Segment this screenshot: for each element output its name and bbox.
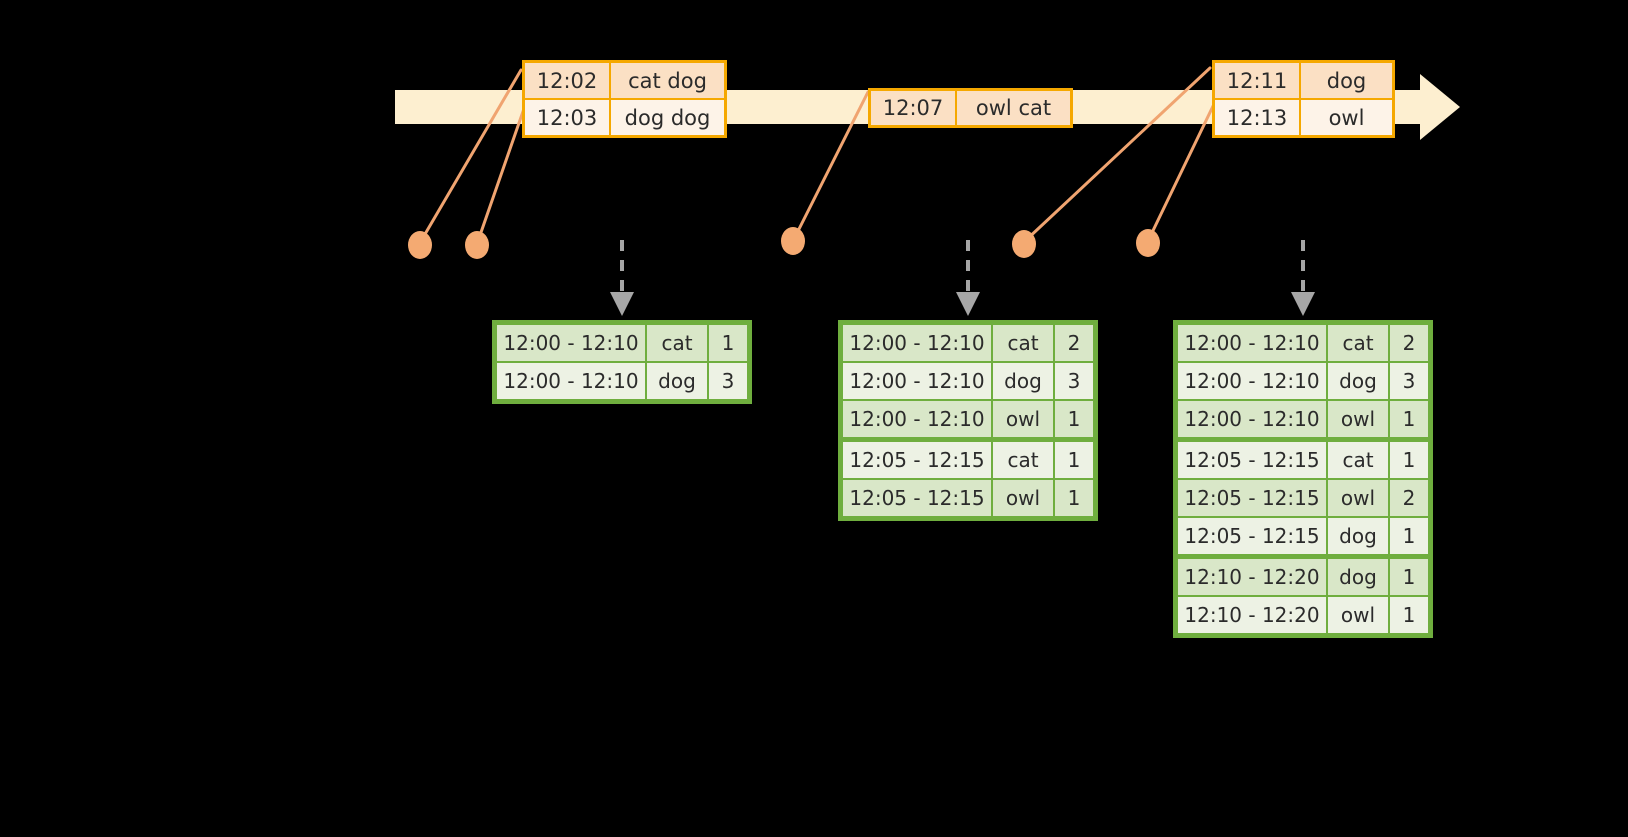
event-words: dog [1326,68,1367,93]
event-box-group-3[interactable]: 12:11 dog 12:13 owl [1212,60,1395,138]
event-row[interactable]: 12:03 dog dog [525,98,724,135]
cell-word: cat [1327,324,1389,362]
cell-word: owl [1327,400,1389,438]
cell-count: 1 [1054,479,1094,517]
event-words: owl cat [975,96,1052,120]
emit-arrow-1 [610,240,634,316]
cell-count: 1 [708,324,748,362]
event-row[interactable]: 12:07 owl cat [871,91,1070,125]
cell-window: 12:00 - 12:10 [496,324,646,362]
cell-window: 12:00 - 12:10 [842,362,992,400]
cell-count: 3 [1389,362,1429,400]
cell-window: 12:00 - 12:10 [496,362,646,400]
emit-arrows [610,240,1315,316]
event-time: 12:02 [525,63,611,98]
cell-window: 12:00 - 12:10 [842,400,992,438]
cell-window: 12:10 - 12:20 [1177,558,1327,596]
cell-count: 2 [1389,324,1429,362]
connector-line-5 [1146,100,1217,243]
event-words: cat dog [628,68,707,93]
event-words: owl [1328,105,1365,130]
event-row[interactable]: 12:11 dog [1215,63,1392,98]
cell-word: dog [646,362,708,400]
cell-word: owl [992,400,1054,438]
event-time: 12:13 [1215,100,1301,135]
cell-word: dog [992,362,1054,400]
cell-word: cat [646,324,708,362]
cell-word: dog [1327,362,1389,400]
cell-word: cat [992,441,1054,479]
connector-dot-5 [1136,229,1160,257]
event-box-group-2[interactable]: 12:07 owl cat [868,88,1073,128]
cell-word: cat [992,324,1054,362]
connector-dots [408,227,1160,259]
cell-count: 2 [1389,479,1429,517]
event-row[interactable]: 12:13 owl [1215,98,1392,135]
cell-window: 12:05 - 12:15 [842,479,992,517]
connector-lines [419,66,1217,244]
connector-dot-3 [781,227,805,255]
connector-line-1 [419,68,523,243]
cell-window: 12:05 - 12:15 [1177,517,1327,555]
cell-word: owl [1327,596,1389,634]
connector-dot-1 [408,231,432,259]
event-time: 12:11 [1215,63,1301,98]
event-box-group-1[interactable]: 12:02 cat dog 12:03 dog dog [522,60,727,138]
cell-count: 3 [708,362,748,400]
connector-dot-2 [465,231,489,259]
cell-word: owl [992,479,1054,517]
event-time: 12:03 [525,100,611,135]
cell-window: 12:05 - 12:15 [1177,479,1327,517]
cell-window: 12:10 - 12:20 [1177,596,1327,634]
cell-count: 1 [1389,558,1429,596]
cell-count: 2 [1054,324,1094,362]
cell-window: 12:00 - 12:10 [1177,400,1327,438]
cell-word: cat [1327,441,1389,479]
event-time: 12:07 [871,91,957,125]
cell-window: 12:05 - 12:15 [842,441,992,479]
cell-word: dog [1327,517,1389,555]
cell-count: 1 [1389,596,1429,634]
emit-arrow-3 [1291,240,1315,316]
cell-count: 1 [1054,400,1094,438]
cell-count: 1 [1054,441,1094,479]
event-row[interactable]: 12:02 cat dog [525,63,724,98]
cell-window: 12:00 - 12:10 [1177,324,1327,362]
connector-line-4 [1022,66,1212,244]
cell-count: 1 [1389,517,1429,555]
cell-window: 12:00 - 12:10 [842,324,992,362]
emit-arrow-2 [956,240,980,316]
cell-word: owl [1327,479,1389,517]
cell-window: 12:00 - 12:10 [1177,362,1327,400]
connector-line-2 [476,98,529,243]
connector-line-3 [791,90,870,243]
cell-word: dog [1327,558,1389,596]
cell-window: 12:05 - 12:15 [1177,441,1327,479]
cell-count: 1 [1389,441,1429,479]
cell-count: 3 [1054,362,1094,400]
event-words: dog dog [624,105,711,130]
connector-dot-4 [1012,230,1036,258]
cell-count: 1 [1389,400,1429,438]
